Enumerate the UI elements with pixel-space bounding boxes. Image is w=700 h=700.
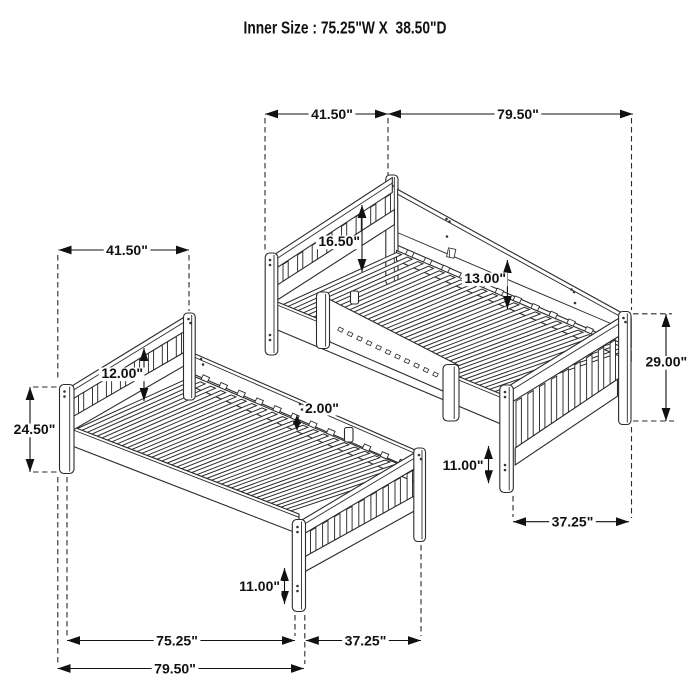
svg-text:75.25": 75.25" <box>156 633 198 649</box>
svg-text:29.00": 29.00" <box>645 354 687 370</box>
svg-text:16.50": 16.50" <box>318 233 360 249</box>
svg-text:79.50": 79.50" <box>154 661 196 677</box>
svg-text:41.50": 41.50" <box>311 106 353 122</box>
svg-text:37.25": 37.25" <box>552 514 594 530</box>
svg-text:2.00": 2.00" <box>305 400 339 416</box>
svg-text:79.50": 79.50" <box>497 106 539 122</box>
svg-text:41.50": 41.50" <box>106 242 148 258</box>
svg-text:12.00": 12.00" <box>101 365 143 381</box>
svg-text:37.25": 37.25" <box>345 633 387 649</box>
svg-text:11.00": 11.00" <box>443 457 484 473</box>
svg-text:11.00": 11.00" <box>239 578 280 594</box>
svg-text:13.00": 13.00" <box>464 270 506 286</box>
svg-text:Inner Size : 75.25"W X 38.50": Inner Size : 75.25"W X 38.50"D <box>244 18 447 38</box>
svg-text:24.50": 24.50" <box>14 421 56 437</box>
